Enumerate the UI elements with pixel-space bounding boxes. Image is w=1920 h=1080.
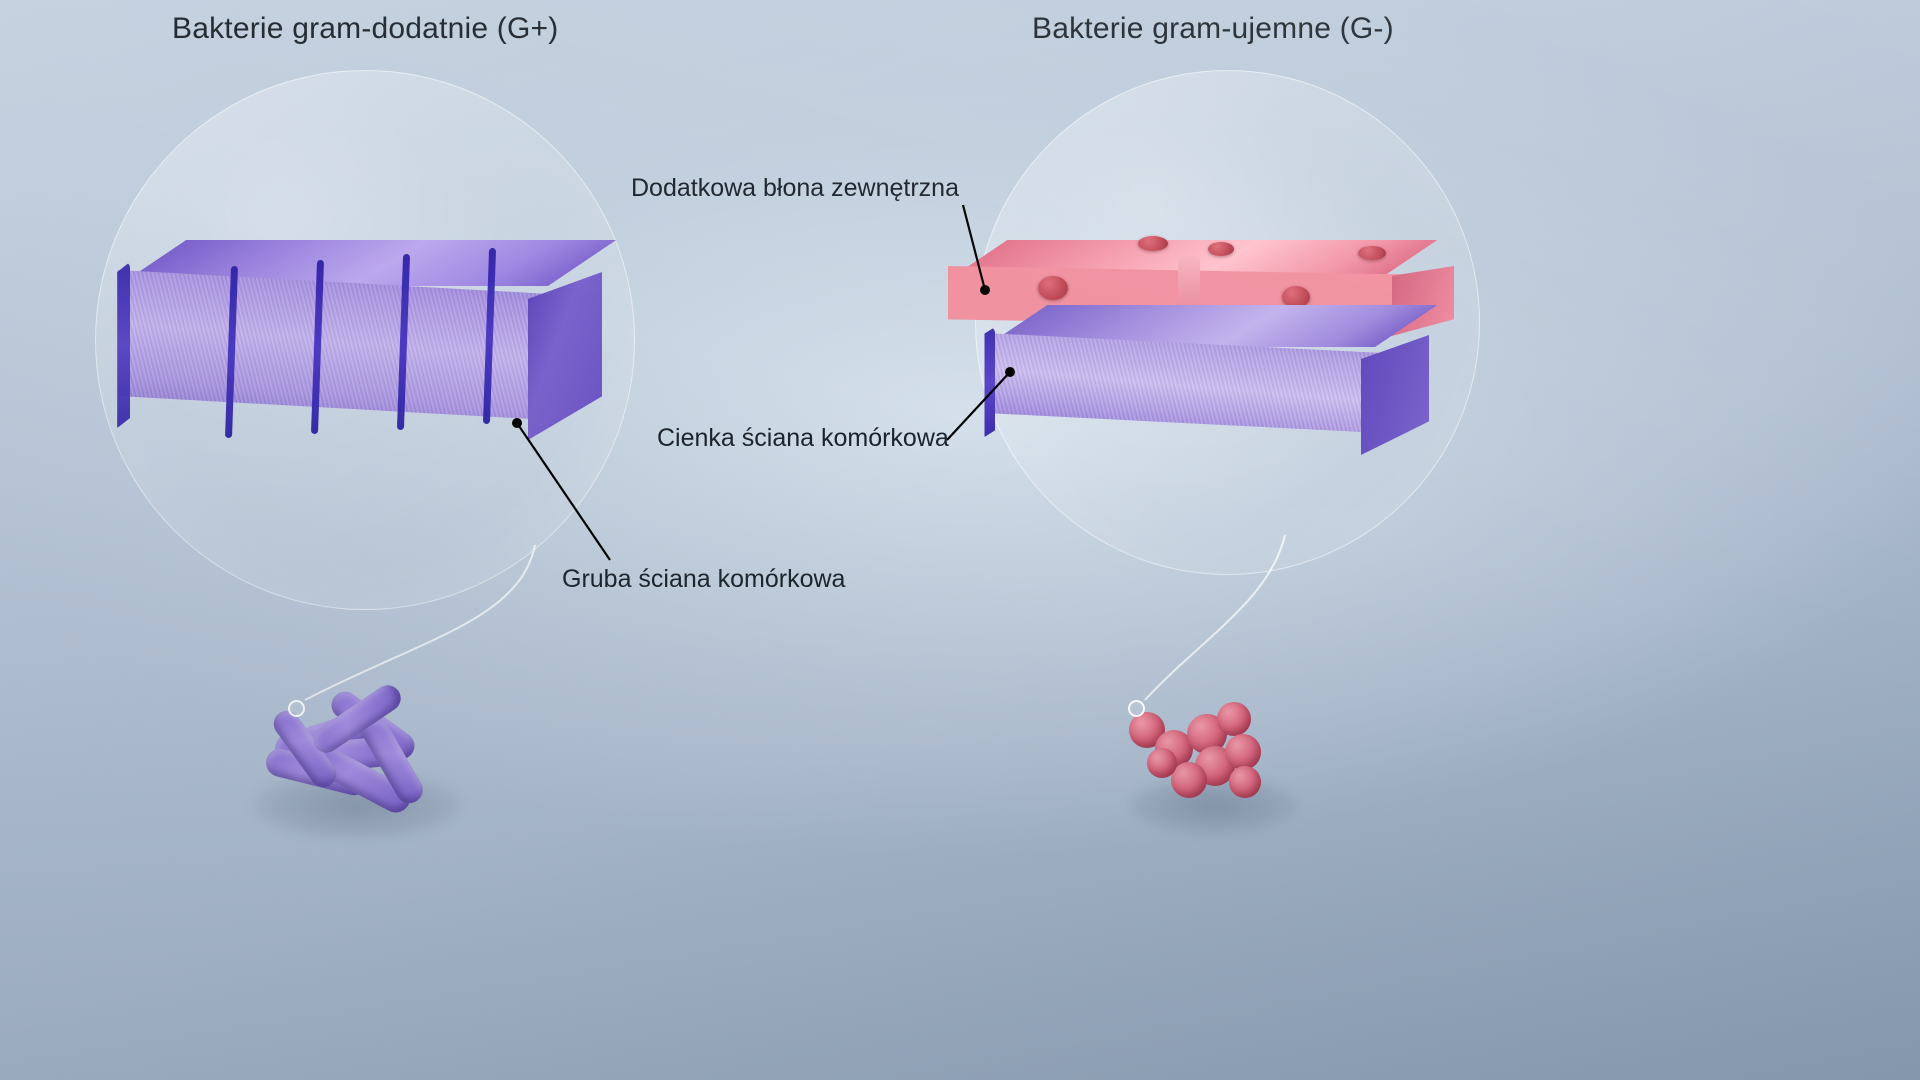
coccus-cell — [1171, 762, 1207, 798]
porin-channel — [1178, 256, 1200, 314]
gram-positive-cell-wall-slab — [117, 240, 617, 440]
coccus-cell — [1217, 702, 1251, 736]
annotation-thick-cell-wall: Gruba ściana komórkowa — [562, 565, 846, 593]
membrane-protein — [1282, 286, 1310, 308]
panel-title-gram-negative: Bakterie gram-ujemne (G-) — [1032, 12, 1394, 45]
annotation-outer-membrane: Dodatkowa błona zewnętrzna — [631, 174, 959, 202]
annotation-thin-cell-wall: Cienka ściana komórkowa — [657, 424, 949, 452]
cell-wall-left-edge — [117, 262, 130, 428]
thin-wall-front-face — [985, 333, 1383, 433]
zoom-marker-left — [288, 700, 305, 717]
gram-negative-cell-wall-slab — [984, 305, 1438, 455]
cocci-cluster-gram-negative — [1125, 700, 1285, 810]
panel-title-gram-positive: Bakterie gram-dodatnie (G+) — [172, 12, 559, 45]
bacilli-cluster-gram-positive — [255, 680, 445, 830]
zoom-marker-right — [1128, 700, 1145, 717]
membrane-protein — [1038, 276, 1068, 300]
membrane-protein — [1358, 246, 1386, 260]
cell-wall-front-face — [118, 270, 550, 420]
coccus-cell — [1225, 734, 1261, 770]
coccus-cell — [1229, 766, 1261, 798]
membrane-protein — [1138, 236, 1168, 251]
coccus-cell — [1147, 748, 1177, 778]
membrane-protein — [1208, 242, 1234, 256]
